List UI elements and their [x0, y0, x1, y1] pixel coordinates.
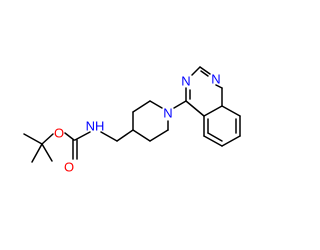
bond — [191, 66, 201, 76]
bond — [203, 105, 223, 117]
bond — [74, 131, 91, 141]
bond — [149, 129, 169, 142]
ester-oxygen-label: O — [54, 125, 64, 140]
bonds — [23, 66, 241, 163]
molecule-structure: O O NH N N N — [23, 66, 241, 174]
bond — [199, 66, 211, 75]
bond — [41, 143, 53, 162]
bond — [64, 132, 75, 141]
bond — [132, 129, 151, 142]
bond — [23, 133, 43, 145]
bond — [100, 131, 118, 142]
bond — [41, 133, 54, 145]
bond — [203, 135, 223, 147]
atom-labels: O O NH N N N — [54, 71, 221, 174]
bond — [200, 70, 209, 77]
bond — [31, 143, 43, 163]
quinazoline-nitrogen-label: N — [181, 73, 190, 88]
bond — [221, 105, 241, 117]
piperidine-nitrogen-label: N — [163, 105, 172, 120]
bond — [132, 100, 151, 113]
bond — [116, 129, 134, 142]
quinazoline-nitrogen-label: N — [211, 71, 220, 86]
bond — [215, 84, 223, 89]
amine-nh-label: NH — [86, 118, 105, 133]
bond — [221, 135, 241, 147]
bond — [149, 100, 163, 109]
bond — [207, 132, 223, 142]
bond — [185, 100, 205, 117]
carbonyl-oxygen-label: O — [64, 159, 74, 174]
bond — [173, 100, 187, 109]
